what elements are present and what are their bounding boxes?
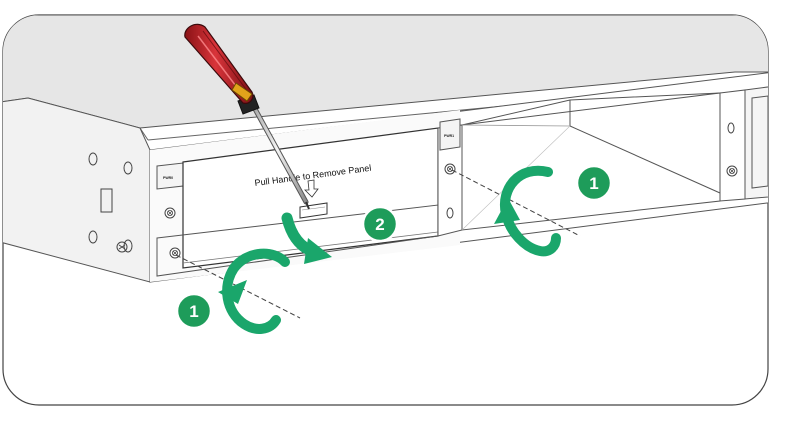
slot-label-pwr1: PWR1: [439, 118, 461, 151]
svg-text:PWR0: PWR0: [163, 176, 173, 180]
slot-label-pwr0: PWR0: [156, 162, 184, 190]
svg-text:PWR1: PWR1: [444, 134, 454, 138]
step-badge-1-right: 1: [575, 164, 613, 202]
step-badge-1-left: 1: [175, 292, 213, 330]
captive-screw-icon: [444, 163, 456, 175]
svg-text:2: 2: [375, 215, 384, 234]
captive-screw-icon: [726, 165, 738, 177]
screwdriver-icon: [184, 23, 310, 210]
pull-arrow: [281, 212, 332, 264]
panel-handle: [299, 202, 328, 219]
screw-axis-line: [175, 254, 301, 319]
side-holes: [88, 152, 133, 253]
rotate-counterclockwise-arrow: [494, 165, 561, 257]
step-badge-2: 2: [361, 205, 399, 243]
captive-screw-icon: [164, 207, 176, 219]
svg-text:1: 1: [589, 174, 598, 193]
handle-indicator-arrow: [304, 179, 319, 198]
rotate-counterclockwise-arrow: [218, 248, 290, 334]
empty-slot: [461, 92, 721, 231]
screw-axis-line: [451, 169, 581, 237]
svg-text:1: 1: [189, 302, 198, 321]
